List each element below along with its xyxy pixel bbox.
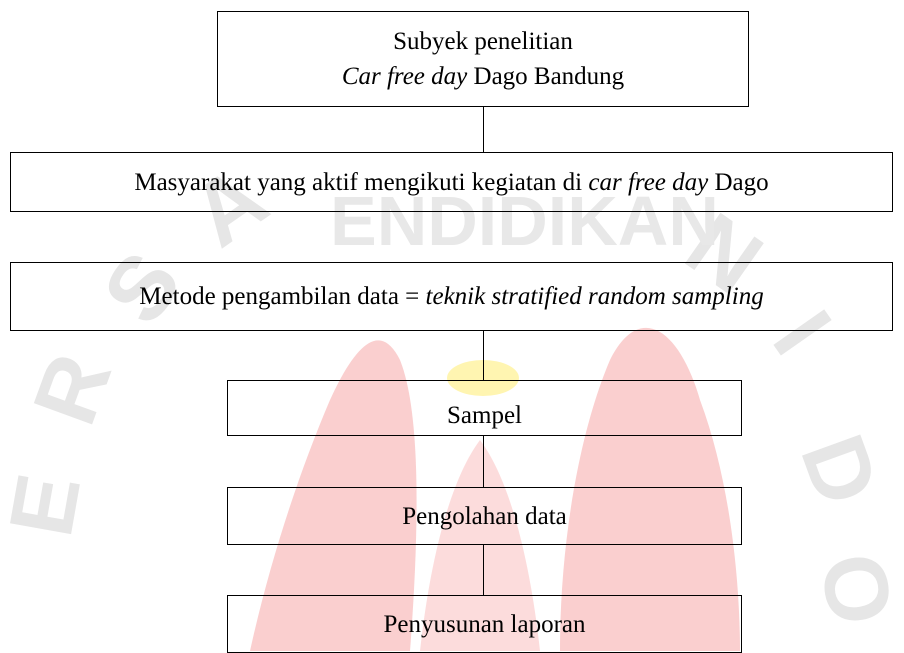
connector-subjek-masyarakat (483, 106, 484, 153)
connector-sampel-pengolahan (483, 435, 484, 488)
watermark-red-shape-center (420, 440, 540, 651)
node-metode-italic: teknik stratified random sampling (425, 283, 764, 310)
svg-text:D: D (781, 423, 897, 518)
connector-pengolahan-penyusunan (483, 544, 484, 596)
node-pengolahan-text: Pengolahan data (402, 502, 567, 530)
node-metode-before: Metode pengambilan data = (139, 283, 426, 310)
node-subjek-italic: Car free day (341, 63, 468, 90)
node-penyusunan-laporan: Penyusunan laporan (227, 595, 742, 653)
node-subjek-line2: Car free day Dago Bandung (342, 59, 624, 94)
watermark-red-shape-right (560, 327, 740, 651)
svg-text:O: O (800, 546, 904, 632)
node-masyarakat: Masyarakat yang aktif mengikuti kegiatan… (10, 152, 893, 212)
svg-text:R: R (15, 342, 131, 437)
node-penyusunan-text: Penyusunan laporan (383, 610, 586, 638)
node-sampel: Sampel (227, 380, 742, 436)
watermark-top-letters: ENDIDIKAN (330, 182, 719, 260)
node-subjek-line2-rest: Dago Bandung (467, 63, 625, 90)
node-masyarakat-text: Masyarakat yang aktif mengikuti kegiatan… (134, 165, 768, 200)
watermark-red-shape-left (250, 340, 417, 651)
node-masyarakat-after: Dago (708, 168, 769, 196)
node-metode-text: Metode pengambilan data = teknik stratif… (139, 279, 763, 314)
node-subjek-penelitian: Subyek penelitian Car free day Dago Band… (217, 11, 749, 107)
node-metode: Metode pengambilan data = teknik stratif… (10, 262, 893, 331)
node-masyarakat-italic: car free day (588, 168, 709, 196)
node-pengolahan-data: Pengolahan data (227, 487, 742, 545)
connector-metode-sampel (483, 330, 484, 380)
node-subjek-line1: Subyek penelitian (393, 28, 573, 55)
node-masyarakat-before: Masyarakat yang aktif mengikuti kegiatan… (134, 168, 589, 196)
node-sampel-text: Sampel (447, 402, 522, 429)
svg-text:E: E (0, 467, 100, 543)
